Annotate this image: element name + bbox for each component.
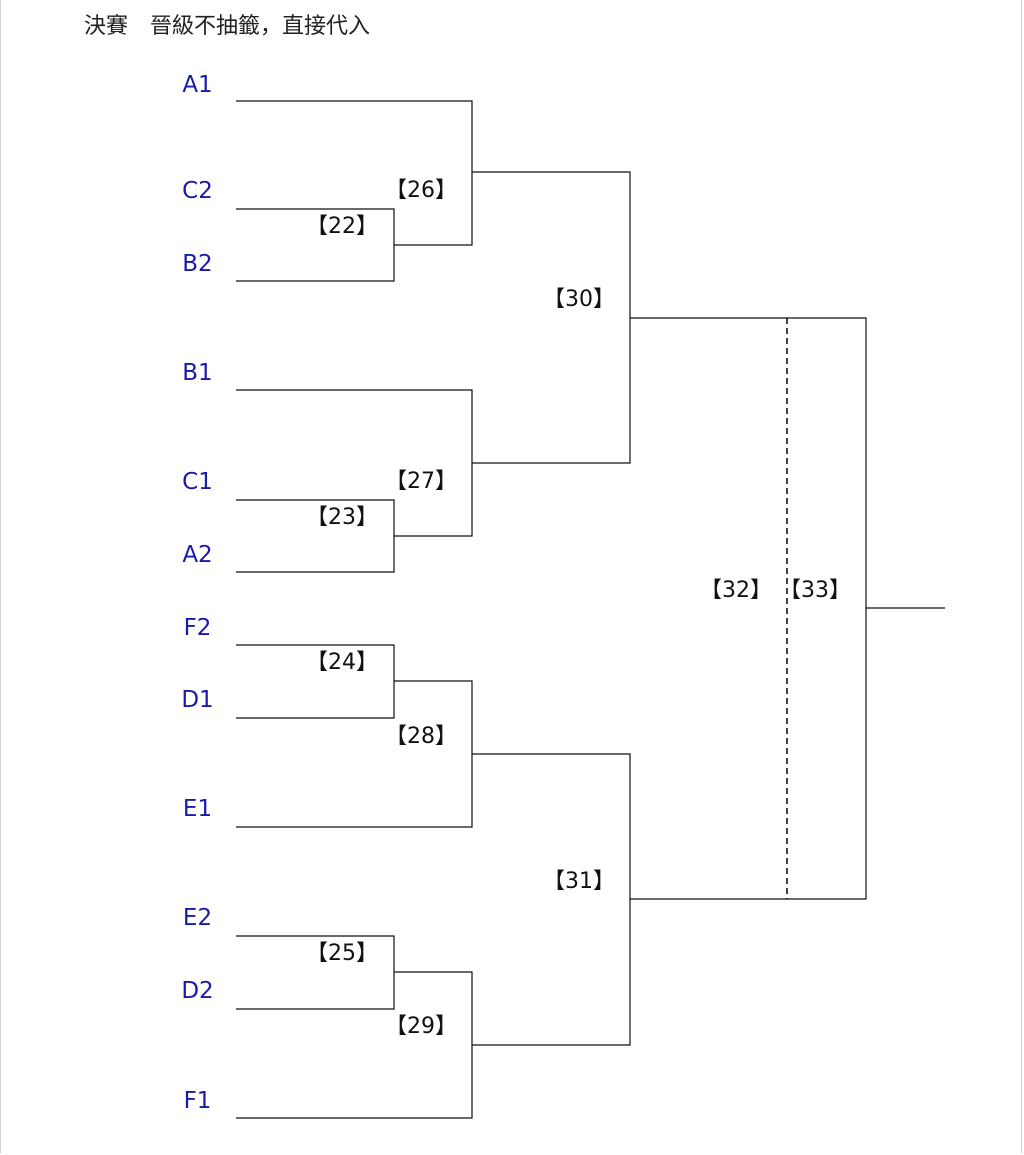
team-c1: C1 bbox=[182, 469, 213, 495]
match-label-33: 【33】 bbox=[779, 578, 851, 603]
bracket-line-match-29 bbox=[236, 971, 473, 1119]
team-f1: F1 bbox=[183, 1088, 212, 1114]
match-label-23: 【23】 bbox=[306, 505, 378, 530]
bracket-line-match-33 bbox=[630, 317, 867, 900]
title-label: 決賽 bbox=[84, 14, 129, 39]
bracket-line-match-30 bbox=[472, 171, 631, 464]
match-label-26: 【26】 bbox=[385, 178, 457, 203]
team-a1: A1 bbox=[182, 72, 213, 98]
bracket-line-match-31 bbox=[472, 753, 631, 1046]
team-c2: C2 bbox=[182, 178, 213, 204]
title-note: 晉級不抽籤，直接代入 bbox=[150, 14, 371, 39]
match-label-24: 【24】 bbox=[306, 650, 378, 675]
match-label-29: 【29】 bbox=[385, 1014, 457, 1039]
match-label-22: 【22】 bbox=[306, 214, 378, 239]
team-b1: B1 bbox=[182, 360, 213, 386]
team-d2: D2 bbox=[181, 978, 214, 1004]
match-label-28: 【28】 bbox=[385, 724, 457, 749]
match-label-32: 【32】 bbox=[700, 578, 772, 603]
match-label-27: 【27】 bbox=[385, 469, 457, 494]
team-e2: E2 bbox=[182, 905, 213, 931]
match-label-31: 【31】 bbox=[543, 869, 615, 894]
bracket-line-match-28 bbox=[236, 680, 473, 828]
match-label-25: 【25】 bbox=[306, 941, 378, 966]
bracket-line-match-26 bbox=[236, 100, 473, 246]
team-e1: E1 bbox=[182, 796, 213, 822]
team-b2: B2 bbox=[182, 251, 213, 277]
team-f2: F2 bbox=[183, 615, 212, 641]
team-a2: A2 bbox=[182, 542, 213, 568]
team-d1: D1 bbox=[181, 687, 214, 713]
match-label-30: 【30】 bbox=[543, 287, 615, 312]
bracket-title: 決賽晉級不抽籤，直接代入 bbox=[84, 8, 370, 40]
